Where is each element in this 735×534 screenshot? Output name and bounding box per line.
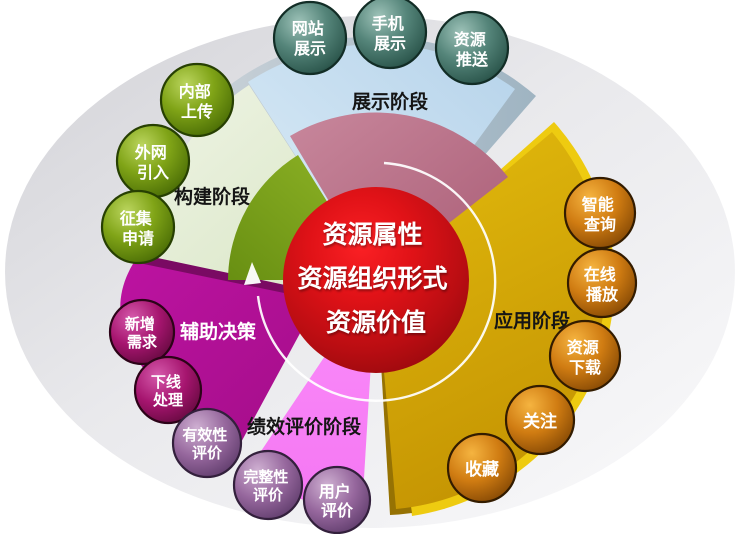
svg-text:有效性 评价: 有效性 评价 xyxy=(182,426,231,462)
svg-text:内部 上传: 内部 上传 xyxy=(179,82,215,121)
cycle-arrow xyxy=(256,161,497,402)
bubble-website-display: 网站 展示 xyxy=(272,0,348,76)
bubble-offline-processing: 下线 处理 xyxy=(133,355,203,425)
svg-text:征集 申请: 征集 申请 xyxy=(120,209,156,248)
svg-text:手机 展示: 手机 展示 xyxy=(372,14,408,53)
svg-text:新增 需求: 新增 需求 xyxy=(125,315,159,351)
bubble-new-demand: 新增 需求 xyxy=(108,298,176,366)
svg-text:关注: 关注 xyxy=(523,411,557,431)
svg-text:在线 播放: 在线 播放 xyxy=(584,265,620,304)
bubble-favorite: 收藏 xyxy=(446,432,518,504)
bubble-follow: 关注 xyxy=(504,384,576,456)
svg-text:网站 展示: 网站 展示 xyxy=(292,19,328,58)
bubble-mobile-display: 手机 展示 xyxy=(352,0,428,70)
svg-text:完整性 评价: 完整性 评价 xyxy=(243,468,292,504)
bubble-resource-download: 资源 下载 xyxy=(548,319,622,393)
wedge-decision-support xyxy=(120,262,318,448)
svg-text:智能 查询: 智能 查询 xyxy=(582,195,618,234)
performance-stage-label: 绩效评价阶段 xyxy=(247,415,362,438)
display-stage-label: 展示阶段 xyxy=(352,90,429,113)
cycle-arrow-head xyxy=(244,262,261,285)
bubble-online-playback: 在线 播放 xyxy=(566,247,638,319)
construction-stage-label: 构建阶段 xyxy=(174,185,251,208)
svg-text:资源 下载: 资源 下载 xyxy=(567,338,603,377)
bubble-validity-evaluation: 有效性 评价 xyxy=(171,407,243,479)
center-text: 资源属性 资源组织形式 资源价值 xyxy=(298,221,455,337)
svg-text:收藏: 收藏 xyxy=(465,459,499,479)
decision-support-label: 辅助决策 xyxy=(180,320,257,343)
application-stage-label: 应用阶段 xyxy=(494,309,571,332)
bubble-smart-query: 智能 查询 xyxy=(563,176,637,250)
bubble-resource-push: 资源 推送 xyxy=(434,10,510,86)
bubble-collection-request: 征集 申请 xyxy=(100,189,176,265)
svg-text:下线 处理: 下线 处理 xyxy=(151,373,185,409)
svg-text:资源 推送: 资源 推送 xyxy=(454,30,490,69)
bubble-completeness-evaluation: 完整性 评价 xyxy=(232,449,304,521)
bubble-external-import: 外网 引入 xyxy=(115,123,191,199)
center-circle xyxy=(283,187,469,373)
bubble-user-evaluation: 用户 评价 xyxy=(302,465,372,534)
bubble-internal-upload: 内部 上传 xyxy=(159,62,235,138)
svg-text:用户 评价: 用户 评价 xyxy=(319,482,355,520)
decision-wedge-bevel xyxy=(134,253,318,301)
svg-text:外网 引入: 外网 引入 xyxy=(134,143,171,182)
